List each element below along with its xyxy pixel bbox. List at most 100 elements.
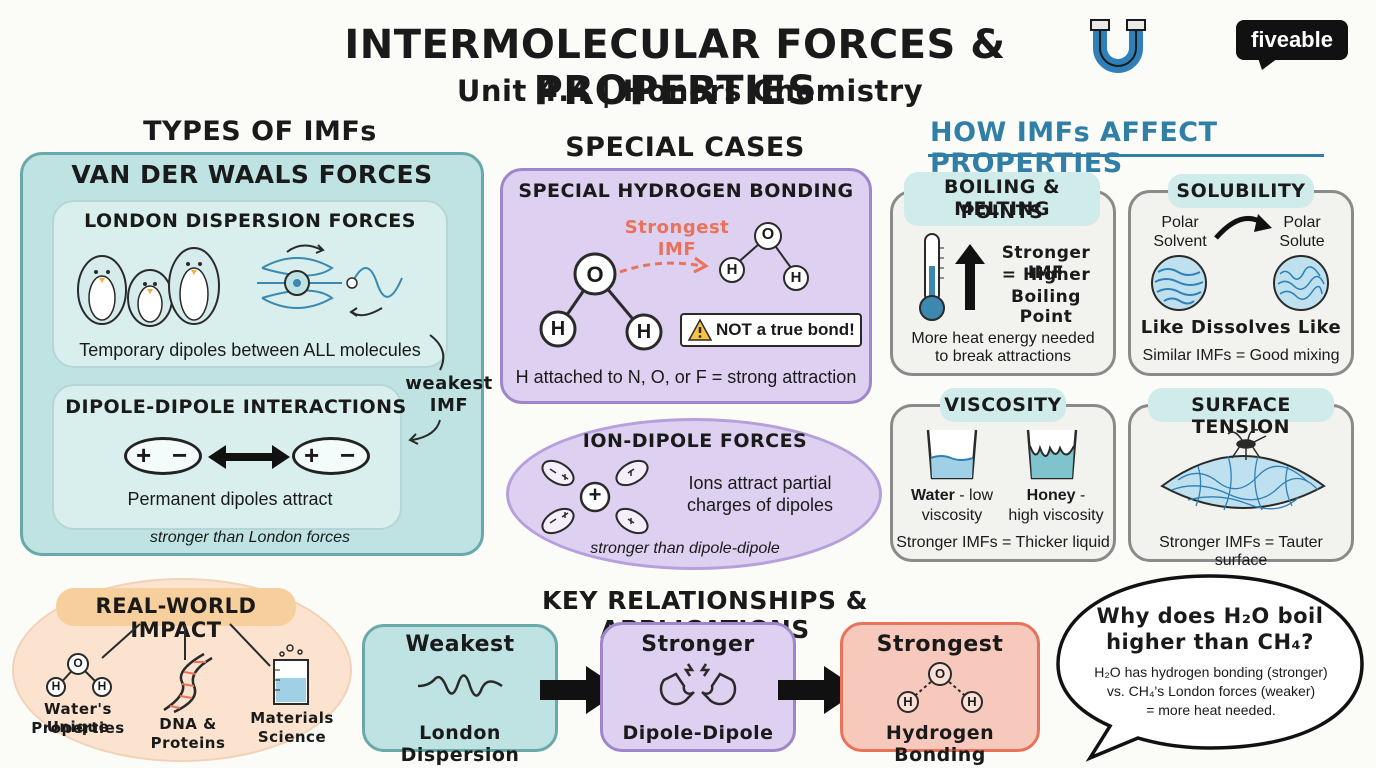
rw-item1-line1: Water's Unique xyxy=(44,700,112,736)
water-molecule-icon xyxy=(539,222,809,351)
polar-solute-line1: Polar xyxy=(1283,214,1321,231)
surface-title: SURFACE TENSION xyxy=(1191,394,1291,438)
strongest-label: Hydrogen Bonding xyxy=(885,722,995,766)
strongest-imf-line1: Strongest xyxy=(624,217,730,238)
water-label-rest: - low xyxy=(954,487,994,504)
magnet-icon xyxy=(1090,19,1146,73)
vdw-title: VAN DER WAALS FORCES xyxy=(71,160,433,189)
speech-bubble xyxy=(1056,574,1364,762)
dna-icon xyxy=(163,652,213,714)
ion-dipole-panel xyxy=(506,418,882,570)
key-atom-h-left: H xyxy=(903,694,913,709)
ion-desc-line1: Ions attract partial xyxy=(688,473,832,493)
mosquito-icon xyxy=(1227,428,1267,460)
london-title: LONDON DISPERSION FORCES xyxy=(84,210,416,232)
viscosity-tag xyxy=(940,388,1066,422)
boiling-title-line2: POINTS xyxy=(960,201,1044,223)
dipole-left-minus: − xyxy=(172,440,188,470)
water-label-bold: Water xyxy=(910,487,955,504)
weakest-box xyxy=(362,624,558,752)
atom-o-large: O xyxy=(586,262,604,287)
strongest-box xyxy=(840,622,1040,752)
boiling-desc-line1: More heat energy needed xyxy=(911,330,1095,347)
atom-h-right: H xyxy=(636,321,652,343)
water-label-line2: viscosity xyxy=(921,507,983,524)
types-heading: TYPES OF IMFs xyxy=(143,116,377,147)
bubble-question-line1: Why does H₂O boil xyxy=(1096,604,1324,628)
real-world-tag xyxy=(56,588,296,626)
weakest-note-line1: weakest xyxy=(405,373,493,394)
bubble-answer-line3: = more heat needed. xyxy=(1146,702,1276,718)
polar-solvent-line2: Solvent xyxy=(1153,233,1207,250)
thermometer-icon xyxy=(919,233,945,321)
ion-title: ION-DIPOLE FORCES xyxy=(582,430,808,452)
water-beaker-icon xyxy=(926,429,978,480)
rw-item3-line1: Materials xyxy=(250,709,334,727)
wave-icon xyxy=(417,674,503,697)
water-label-line1: Water - low xyxy=(898,487,1006,505)
stronger-title: Stronger xyxy=(641,632,755,657)
key-atom-o: O xyxy=(934,666,946,681)
london-panel xyxy=(52,200,448,368)
dipole-molecule-right xyxy=(292,437,370,475)
key-atom-h-right: H xyxy=(967,694,977,709)
rw-item3-line2: Science xyxy=(257,728,327,746)
rw-atom-o: O xyxy=(73,656,83,670)
atom-h-small-right: H xyxy=(790,269,802,286)
warning-icon xyxy=(687,318,713,341)
rw-item1-line2: Properties xyxy=(31,719,125,737)
ion-plus: + xyxy=(588,482,602,507)
dipole-icon xyxy=(257,244,403,317)
stronger-box xyxy=(600,622,796,752)
like-dissolves: Like Dissolves Like xyxy=(1140,317,1342,338)
double-arrow-icon xyxy=(208,445,290,469)
polar-solvent-line1: Polar xyxy=(1161,214,1199,231)
ion-cluster-icon xyxy=(541,459,649,535)
properties-heading: HOW IMFs AFFECT PROPERTIES xyxy=(930,117,1218,179)
solubility-desc: Similar IMFs = Good mixing xyxy=(1142,347,1340,364)
strongest-title: Strongest xyxy=(876,632,1004,657)
hbond-panel xyxy=(500,168,872,404)
brand-label: fiveable xyxy=(1251,27,1333,52)
hbond-molecule-icon xyxy=(897,662,983,713)
bubble-question-line2: higher than CH₄? xyxy=(1106,630,1314,654)
properties-underline xyxy=(928,154,1324,157)
solubility-tag xyxy=(1168,174,1314,208)
weakest-label: London Dispersion xyxy=(400,722,520,766)
surface-desc: Stronger IMFs = Tauter surface xyxy=(1159,534,1323,569)
solute-wave-icon xyxy=(1273,255,1329,311)
solubility-title: SOLUBILITY xyxy=(1176,180,1306,202)
london-desc: Temporary dipoles between ALL molecules xyxy=(79,340,421,360)
dipole-molecule-left xyxy=(124,437,202,475)
weakest-note-line2: IMF xyxy=(429,395,469,416)
dipole-right-plus: + xyxy=(304,440,320,470)
special-heading: SPECIAL CASES xyxy=(565,132,805,163)
atom-h-small-left: H xyxy=(726,261,738,278)
bubble-answer-line2: vs. CH₄'s London forces (weaker) xyxy=(1106,683,1316,699)
arrow-right-icon-2 xyxy=(778,666,860,714)
magnets-icon xyxy=(659,663,737,706)
strongest-imf-line2: IMF xyxy=(657,239,697,260)
dipole-right-minus: − xyxy=(340,440,356,470)
hbond-desc: H attached to N, O, or F = strong attrac… xyxy=(515,367,857,387)
real-world-heading: REAL-WORLD IMPACT xyxy=(95,594,257,642)
dipole-left-plus: + xyxy=(136,440,152,470)
warning-badge xyxy=(680,313,862,347)
dipole-note: stronger than London forces xyxy=(149,529,351,546)
polar-solute-line2: Solute xyxy=(1279,233,1325,250)
water-molecule-small-icon xyxy=(46,653,112,697)
curved-arrow-icon xyxy=(408,334,445,445)
surface-film-icon xyxy=(1160,428,1326,511)
surface-tag xyxy=(1148,388,1334,422)
boiling-tag xyxy=(904,172,1100,226)
real-world-connectors xyxy=(101,623,271,667)
brand-logo[interactable]: fiveable xyxy=(1236,20,1348,60)
boiling-big-line3: Boiling Point xyxy=(1011,287,1081,327)
atom-h-left: H xyxy=(550,318,566,340)
rw-atom-h-right: H xyxy=(97,679,107,693)
honey-label-line1: Honey - xyxy=(1000,487,1112,505)
honey-label-rest: - xyxy=(1075,487,1086,504)
ion-note: stronger than dipole-dipole xyxy=(590,540,780,557)
atom-o-small: O xyxy=(761,226,775,243)
dipole-desc: Permanent dipoles attract xyxy=(127,489,333,509)
